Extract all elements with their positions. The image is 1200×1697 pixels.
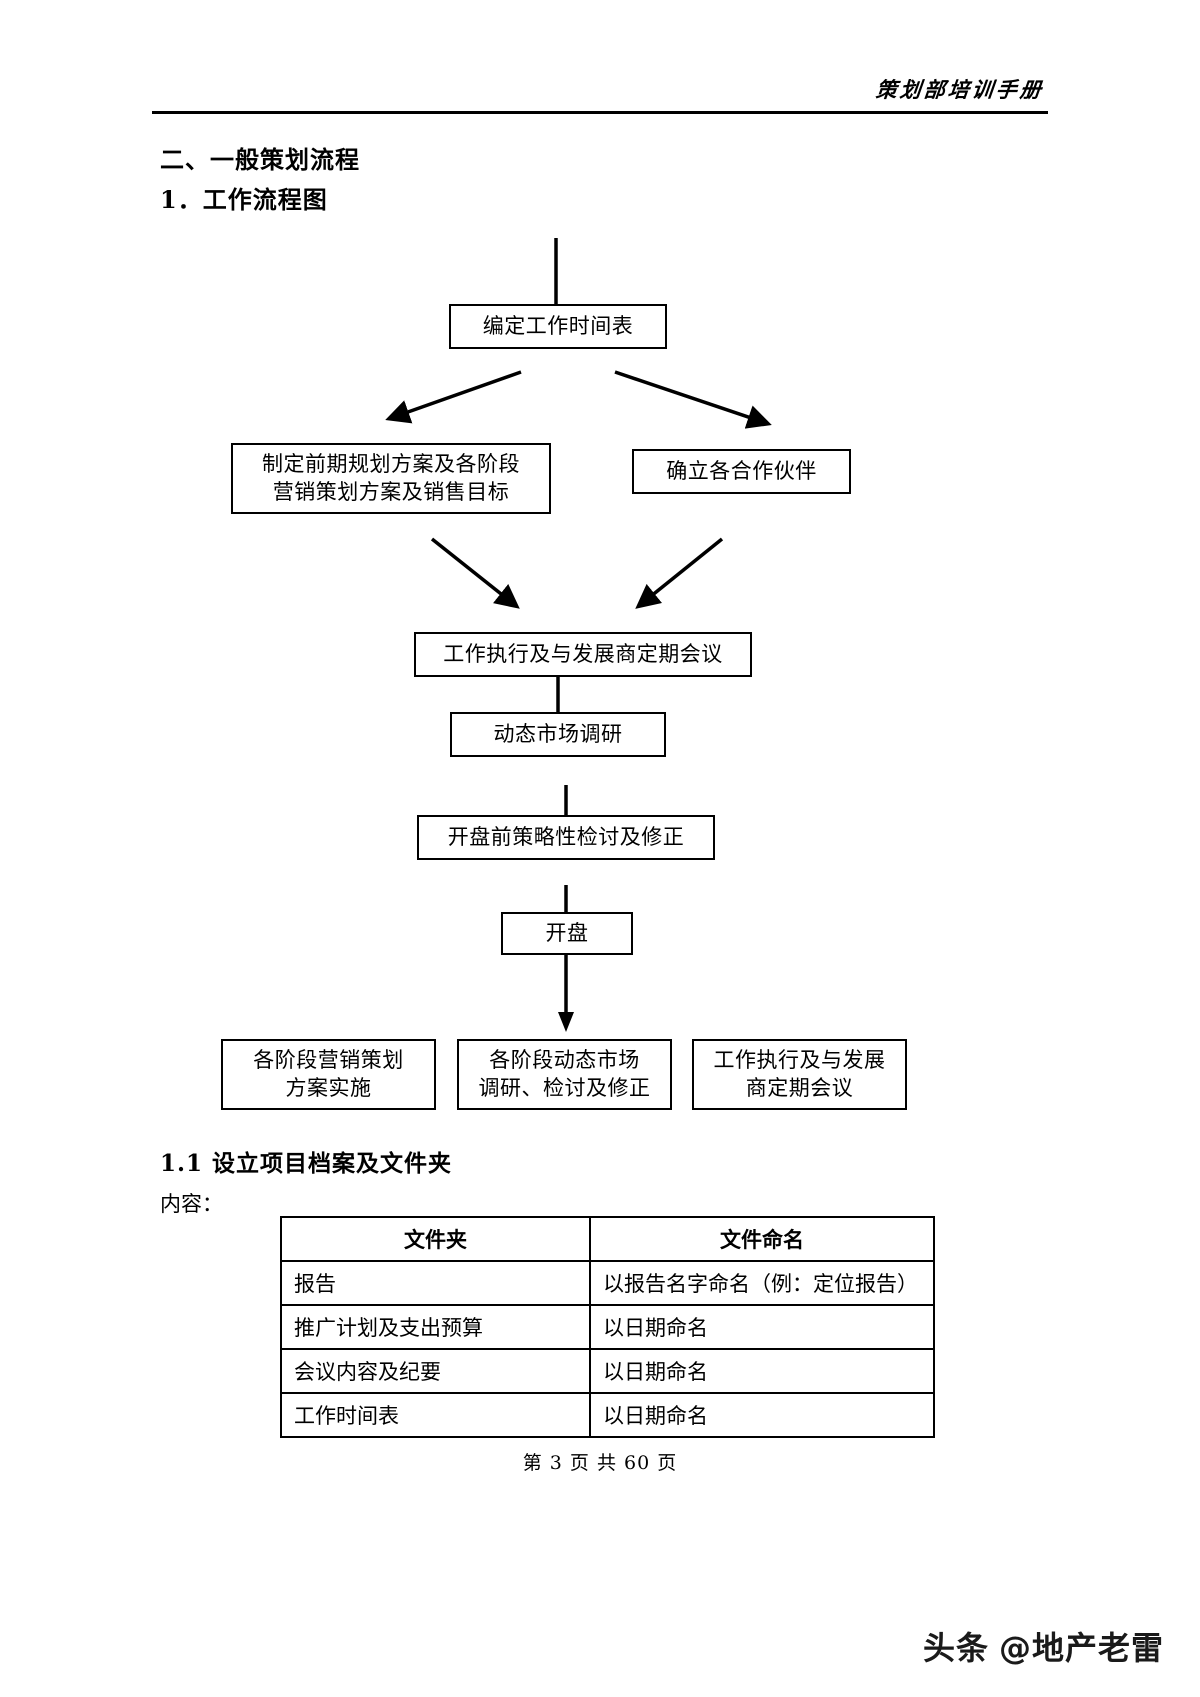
subsection-heading-archive: 1.1 设立项目档案及文件夹 (160, 1150, 453, 1177)
cell-naming: 以报告名字命名（例：定位报告） (588, 1260, 936, 1306)
cell-folder: 推广计划及支出预算 (280, 1304, 591, 1350)
folder-naming-table: 文件夹 文件命名 报告 以报告名字命名（例：定位报告） 推广计划及支出预算 以日… (280, 1216, 936, 1438)
flow-node-prelaunch-review: 开盘前策略性检讨及修正 (417, 815, 715, 860)
table-header-row: 文件夹 文件命名 (280, 1216, 936, 1262)
watermark: 头条 @地产老雷 (923, 1623, 1164, 1669)
table-row: 推广计划及支出预算 以日期命名 (280, 1304, 936, 1350)
cell-naming: 以日期命名 (588, 1392, 936, 1438)
manual-title: 策划部培训手册 (874, 77, 1046, 102)
table-row: 工作时间表 以日期命名 (280, 1392, 936, 1438)
flow-node-implementation: 各阶段营销策划 方案实施 (221, 1039, 436, 1110)
cell-naming: 以日期命名 (588, 1304, 936, 1350)
document-header: 策划部培训手册 (152, 62, 1048, 114)
header-divider (152, 111, 1048, 114)
cell-folder: 工作时间表 (280, 1392, 591, 1438)
flow-node-plan: 制定前期规划方案及各阶段 营销策划方案及销售目标 (231, 443, 551, 514)
flow-node-dynamic-research: 各阶段动态市场 调研、检讨及修正 (457, 1039, 672, 1110)
table-row: 会议内容及纪要 以日期命名 (280, 1348, 936, 1394)
section-heading: 二、一般策划流程 (160, 145, 360, 174)
content-label: 内容： (160, 1192, 223, 1216)
column-header-folder: 文件夹 (280, 1216, 591, 1262)
cell-naming: 以日期命名 (588, 1348, 936, 1394)
page-number-footer: 第 3 页 共 60 页 (522, 1452, 678, 1474)
subsection-heading-workflow: 1．工作流程图 (160, 185, 328, 214)
cell-folder: 会议内容及纪要 (280, 1348, 591, 1394)
flow-node-launch: 开盘 (501, 912, 633, 955)
flow-node-execute: 工作执行及与发展商定期会议 (414, 632, 752, 677)
cell-folder: 报告 (280, 1260, 591, 1306)
flow-node-partners: 确立各合作伙伴 (632, 449, 851, 494)
flow-node-market-research: 动态市场调研 (450, 712, 666, 757)
flow-node-schedule: 编定工作时间表 (449, 304, 667, 349)
flow-node-regular-meeting: 工作执行及与发展 商定期会议 (692, 1039, 907, 1110)
watermark-brand: 头条 (922, 1629, 989, 1667)
table-row: 报告 以报告名字命名（例：定位报告） (280, 1260, 936, 1306)
column-header-naming: 文件命名 (588, 1216, 936, 1262)
watermark-username: @地产老雷 (998, 1629, 1164, 1667)
